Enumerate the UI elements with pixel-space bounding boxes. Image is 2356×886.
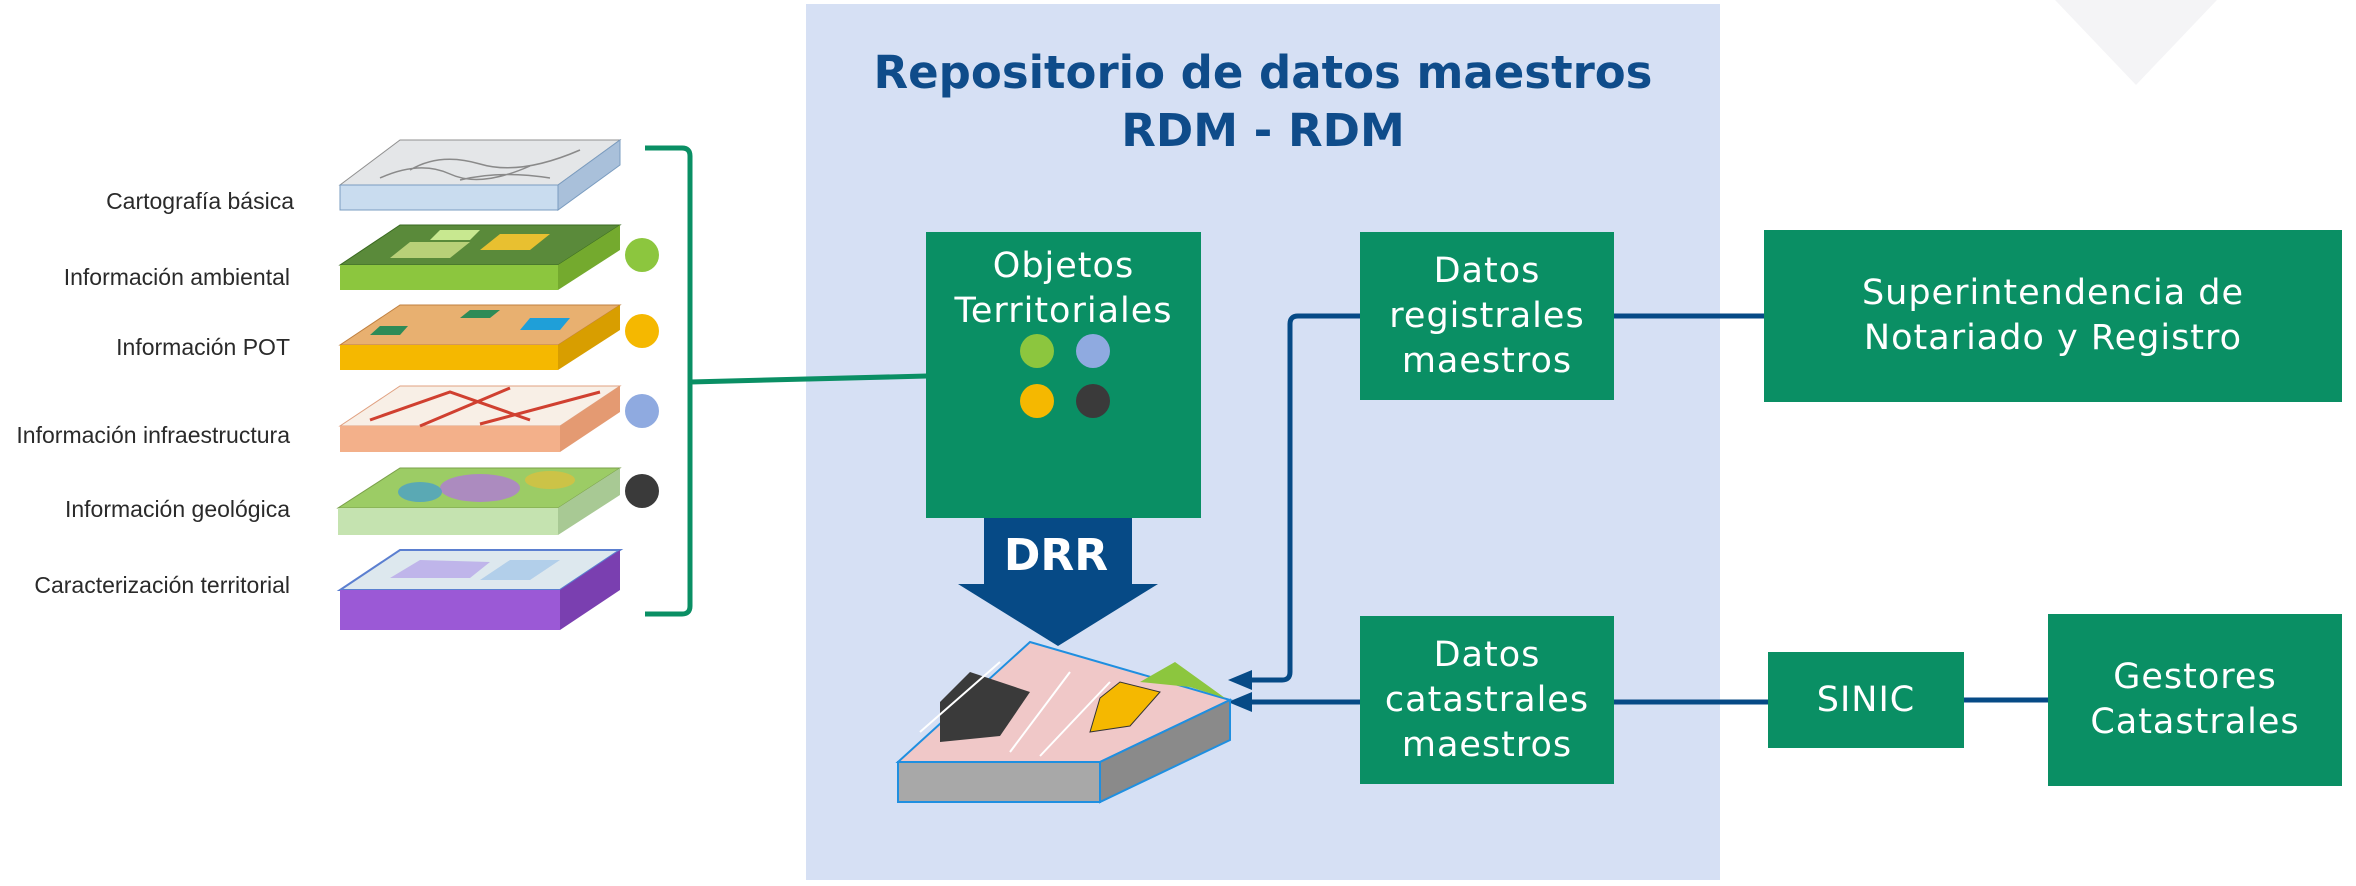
layer-label-pot: Información POT <box>116 334 290 360</box>
layers-bracket <box>645 145 693 617</box>
objetos-dot-black <box>1076 384 1110 418</box>
gestores-line1: Gestores <box>2113 657 2277 697</box>
layer-dot-pot <box>625 314 659 348</box>
datos-registrales-box: Datos registrales maestros <box>1360 232 1614 400</box>
layer-dot-infraestructura <box>625 394 659 428</box>
datos-registrales-line1: Datos <box>1433 250 1541 291</box>
layer-dot-geologica <box>625 474 659 508</box>
objetos-dot-green <box>1020 334 1054 368</box>
datos-catastrales-line1: Datos <box>1433 634 1541 675</box>
repository-title-line1: Repositorio de datos maestros <box>873 46 1653 99</box>
objetos-dot-yellow <box>1020 384 1054 418</box>
layer-ambiental <box>338 224 622 290</box>
repository-title-line2: RDM - RDM <box>1121 104 1405 157</box>
layer-label-caracterizacion: Caracterización territorial <box>34 572 290 598</box>
catastrales-arrowhead <box>1228 692 1252 712</box>
objetos-label-line2: Territoriales <box>954 291 1173 331</box>
objetos-territoriales-box: Objetos Territoriales <box>926 232 1201 518</box>
layer-label-geologica: Información geológica <box>64 496 290 522</box>
datos-registrales-line2: registrales <box>1389 295 1585 336</box>
drr-arrow <box>958 518 1158 646</box>
datos-catastrales-line3: maestros <box>1401 724 1573 765</box>
registrales-arrowhead <box>1228 670 1252 690</box>
superintendencia-line2: Notariado y Registro <box>1863 318 2243 358</box>
layer-label-cartografia: Cartografía básica <box>106 188 294 214</box>
objetos-label-line1: Objetos <box>992 246 1135 286</box>
superintendencia-box: Superintendencia de Notariado y Registro <box>1764 230 2342 402</box>
sinic-box: SINIC <box>1768 652 1964 748</box>
gestores-line2: Catastrales <box>2090 702 2300 742</box>
repository-title: Repositorio de datos maestros RDM - RDM <box>806 44 1720 160</box>
datos-registrales-line3: maestros <box>1401 340 1573 381</box>
objetos-dot-blue <box>1076 334 1110 368</box>
layer-label-ambiental: Información ambiental <box>63 264 290 290</box>
layer-geologica <box>336 467 622 535</box>
layer-cartografia <box>338 139 622 211</box>
datos-catastrales-box: Datos catastrales maestros <box>1360 616 1614 784</box>
layer-caracterizacion <box>336 549 624 630</box>
layer-dot-ambiental <box>625 238 659 272</box>
superintendencia-line1: Superintendencia de <box>1861 273 2245 313</box>
cadastral-map-block <box>895 640 1233 804</box>
watermark-shape <box>2055 0 2217 85</box>
registrales-to-map-line <box>1250 313 1360 683</box>
layer-label-infraestructura: Información infraestructura <box>16 422 290 448</box>
gestores-catastrales-box: Gestores Catastrales <box>2048 614 2342 786</box>
bracket-to-objetos-line <box>689 373 928 385</box>
map-layers-illustration <box>336 139 624 630</box>
sinic-label: SINIC <box>1816 679 1916 720</box>
datos-catastrales-line2: catastrales <box>1384 679 1590 720</box>
drr-label: DRR <box>1003 530 1109 581</box>
layer-infraestructura <box>338 385 622 452</box>
layer-pot <box>338 304 622 370</box>
